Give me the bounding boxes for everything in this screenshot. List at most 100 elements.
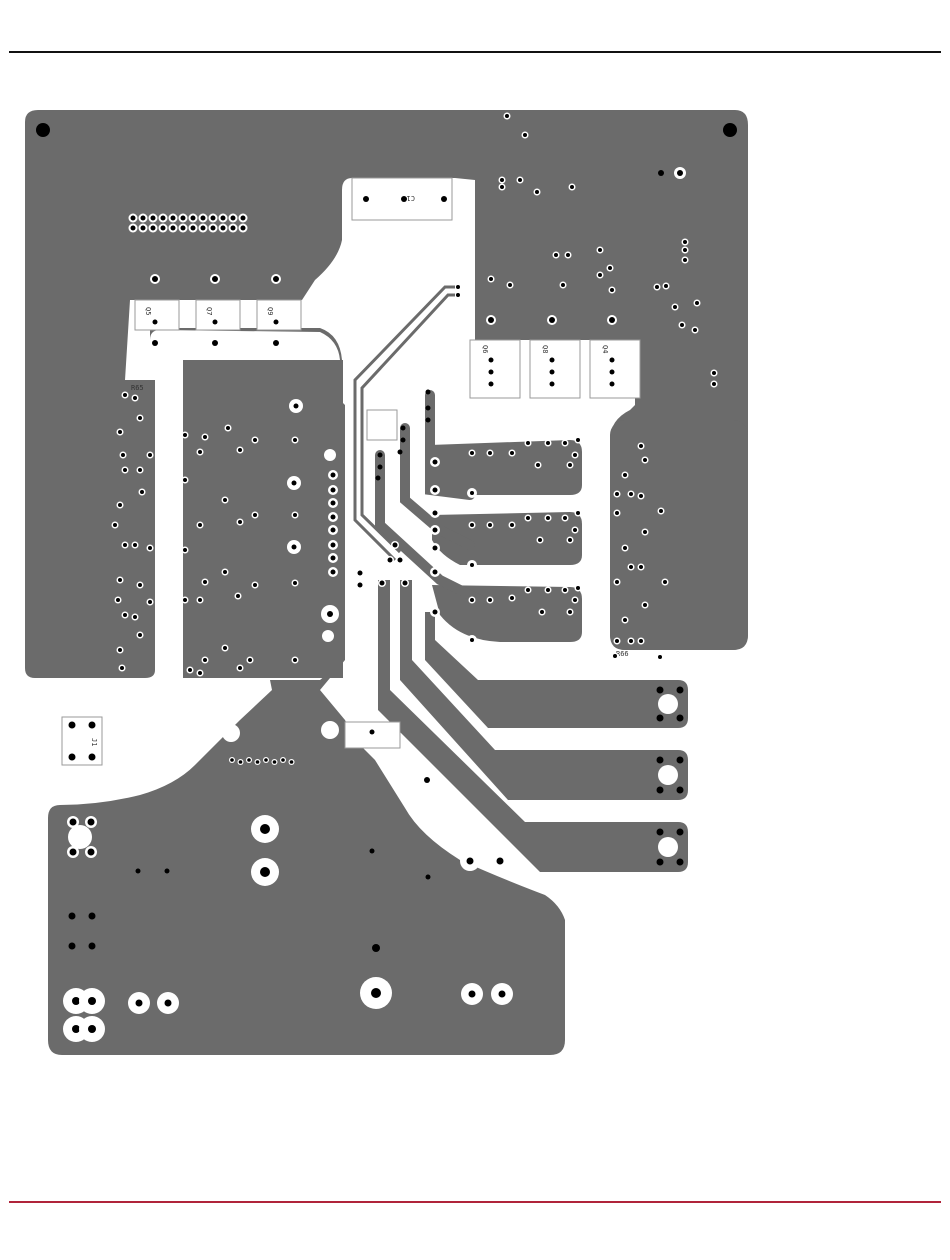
via-drill bbox=[470, 451, 474, 455]
via-drill bbox=[723, 123, 737, 137]
via-drill bbox=[171, 216, 176, 221]
via-drill bbox=[563, 588, 567, 592]
via-drill bbox=[488, 598, 492, 602]
via-drill bbox=[181, 226, 186, 231]
via-drill bbox=[281, 758, 285, 762]
via-drill bbox=[148, 546, 152, 550]
via-drill bbox=[655, 285, 659, 289]
label-c-top: C1 bbox=[407, 194, 415, 202]
via-drill bbox=[623, 618, 627, 622]
via-drill bbox=[576, 586, 580, 590]
via-drill bbox=[550, 358, 555, 363]
via-drill bbox=[540, 610, 544, 614]
via-drill bbox=[70, 849, 77, 856]
via-drill bbox=[327, 611, 333, 617]
via-drill bbox=[426, 875, 431, 880]
via-drill bbox=[223, 570, 227, 574]
via-drill bbox=[148, 453, 152, 457]
via-drill bbox=[238, 520, 242, 524]
via-drill bbox=[201, 216, 206, 221]
via-drill bbox=[370, 849, 375, 854]
via-drill bbox=[488, 451, 492, 455]
via-drill bbox=[488, 523, 492, 527]
via-drill bbox=[203, 435, 207, 439]
label-q4: Q4 bbox=[601, 345, 609, 353]
via-drill bbox=[264, 758, 268, 762]
via-drill bbox=[358, 571, 363, 576]
via-drill bbox=[677, 170, 683, 176]
via-drill bbox=[433, 610, 438, 615]
via-drill bbox=[293, 513, 297, 517]
via-drill bbox=[568, 463, 572, 467]
via-drill bbox=[331, 543, 336, 548]
via-drill bbox=[657, 859, 664, 866]
via-drill bbox=[550, 370, 555, 375]
via-drill bbox=[116, 598, 120, 602]
via-ring bbox=[68, 825, 92, 849]
via-drill bbox=[546, 516, 550, 520]
via-drill bbox=[120, 666, 124, 670]
footprint-q4 bbox=[590, 340, 640, 398]
via-drill bbox=[683, 240, 687, 244]
via-drill bbox=[609, 317, 615, 323]
via-drill bbox=[238, 448, 242, 452]
footprint-q5 bbox=[135, 300, 179, 330]
via-drill bbox=[576, 511, 580, 515]
pour-right-column bbox=[610, 420, 748, 650]
via-drill bbox=[615, 492, 619, 496]
via-drill bbox=[331, 501, 336, 506]
via-drill bbox=[188, 668, 192, 672]
via-drill bbox=[657, 715, 664, 722]
via-drill bbox=[663, 580, 667, 584]
via-drill bbox=[253, 583, 257, 587]
via-drill bbox=[510, 451, 514, 455]
via-drill bbox=[183, 598, 187, 602]
via-drill bbox=[610, 370, 615, 375]
via-drill bbox=[161, 216, 166, 221]
via-drill bbox=[221, 226, 226, 231]
via-drill bbox=[639, 639, 643, 643]
via-drill bbox=[273, 340, 279, 346]
label-q9: Q9 bbox=[266, 307, 274, 315]
via-drill bbox=[331, 528, 336, 533]
via-drill bbox=[36, 123, 50, 137]
via-drill bbox=[148, 600, 152, 604]
via-drill bbox=[203, 658, 207, 662]
via-drill bbox=[123, 468, 127, 472]
via-drill bbox=[610, 358, 615, 363]
via-drill bbox=[151, 216, 156, 221]
via-drill bbox=[230, 758, 234, 762]
via-drill bbox=[72, 997, 80, 1005]
via-drill bbox=[69, 754, 76, 761]
via-drill bbox=[123, 543, 127, 547]
via-drill bbox=[331, 473, 336, 478]
via-drill bbox=[677, 687, 684, 694]
via-drill bbox=[677, 829, 684, 836]
via-drill bbox=[500, 185, 504, 189]
via-drill bbox=[526, 588, 530, 592]
via-drill bbox=[273, 276, 279, 282]
via-drill bbox=[121, 453, 125, 457]
via-drill bbox=[247, 758, 251, 762]
via-drill bbox=[331, 488, 336, 493]
via-drill bbox=[433, 488, 438, 493]
via-drill bbox=[489, 370, 494, 375]
via-drill bbox=[470, 523, 474, 527]
via-drill bbox=[89, 943, 96, 950]
via-drill bbox=[69, 722, 76, 729]
via-drill bbox=[213, 320, 218, 325]
via-drill bbox=[610, 288, 614, 292]
via-drill bbox=[470, 598, 474, 602]
via-ring bbox=[322, 630, 334, 642]
via-drill bbox=[290, 760, 294, 764]
via-drill bbox=[256, 760, 260, 764]
via-drill bbox=[535, 190, 539, 194]
via-drill bbox=[118, 648, 122, 652]
via-drill bbox=[546, 441, 550, 445]
via-drill bbox=[526, 516, 530, 520]
via-ring bbox=[658, 765, 678, 785]
via-drill bbox=[497, 858, 504, 865]
via-drill bbox=[673, 305, 677, 309]
via-drill bbox=[183, 548, 187, 552]
